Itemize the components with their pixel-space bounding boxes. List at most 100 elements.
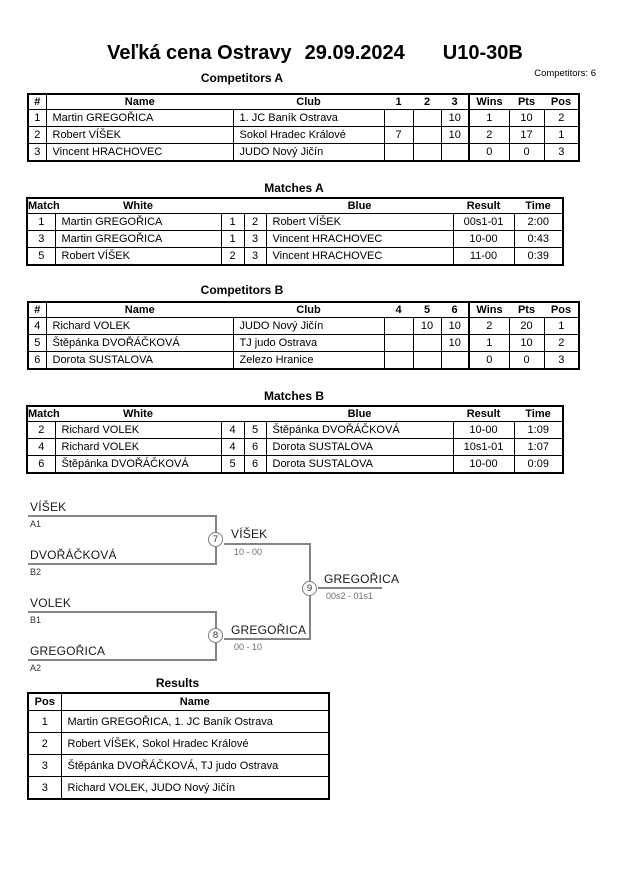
cell-pos: 2 <box>543 109 580 127</box>
col-header-6: 6 <box>441 302 469 318</box>
cell-pos: 3 <box>27 754 62 777</box>
cell-score-6: 10 <box>440 317 470 335</box>
competitor-row: 2 Robert VÍŠEK Sokol Hradec Králové 7 10… <box>27 126 580 144</box>
cell-wins: 2 <box>468 126 510 144</box>
bracket-score: 00s2 - 01s1 <box>326 591 374 601</box>
match-row: 4 Richard VOLEK 4 6 Dorota SUSTALOVA 10s… <box>26 438 564 456</box>
cell-blue: Vincent HRACHOVEC <box>265 247 454 266</box>
cell-pos: 3 <box>543 351 580 370</box>
cell-score-2 <box>412 126 442 144</box>
bracket-line <box>224 543 310 545</box>
bracket-seed-label: A2 <box>30 663 42 673</box>
cell-bnum: 5 <box>243 421 267 439</box>
cell-pts: 17 <box>508 126 545 144</box>
cell-wins: 0 <box>468 351 510 370</box>
section-title-competitors-b: Competitors B <box>200 283 284 297</box>
cell-blue: Dorota SUSTALOVA <box>265 455 454 474</box>
col-header-blue: Blue <box>266 406 453 422</box>
cell-result: 10-00 <box>452 455 515 474</box>
col-header-pos: Pos <box>544 302 579 318</box>
table-header-row: # Name Club 1 2 3 Wins Pts Pos <box>28 94 579 110</box>
col-header-pos: Pos <box>28 693 62 711</box>
cell-blue: Vincent HRACHOVEC <box>265 230 454 248</box>
col-header-pts: Pts <box>509 302 544 318</box>
col-header-pos: Pos <box>544 94 579 110</box>
cell-time: 0:39 <box>513 247 564 266</box>
col-header-club: Club <box>233 94 384 110</box>
col-header-time: Time <box>514 406 563 422</box>
col-header-name: Name <box>61 693 329 711</box>
cell-bnum: 3 <box>243 230 267 248</box>
col-header-bnum <box>244 198 266 214</box>
result-row: 1 Martin GREGOŘICA, 1. JC Baník Ostrava <box>27 710 330 733</box>
col-header-num: # <box>28 94 47 110</box>
cell-name: Vincent HRACHOVEC <box>45 143 234 162</box>
cell-score-4 <box>383 334 414 352</box>
competitors-b-table-wrap: # Name Club 4 5 6 Wins Pts Pos 4 Richard… <box>27 301 580 370</box>
col-header-wnum <box>221 198 244 214</box>
col-header-num: # <box>28 302 47 318</box>
cell-score-5: 10 <box>412 317 442 335</box>
cell-score-2 <box>412 109 442 127</box>
competitor-row: 3 Vincent HRACHOVEC JUDO Nový Jičín 0 0 … <box>27 143 580 162</box>
cell-bnum: 6 <box>243 438 267 456</box>
cell-name: Robert VÍŠEK <box>45 126 234 144</box>
match-row: 6 Štěpánka DVOŘÁČKOVÁ 5 6 Dorota SUSTALO… <box>26 455 564 474</box>
cell-white: Robert VÍŠEK <box>54 247 222 266</box>
cell-name: Robert VÍŠEK, Sokol Hradec Králové <box>60 732 330 755</box>
bracket-winner-name: GREGOŘICA <box>324 572 400 586</box>
cell-pts: 0 <box>508 351 545 370</box>
result-row: 3 Štěpánka DVOŘÁČKOVÁ, TJ judo Ostrava <box>27 754 330 777</box>
cell-white: Richard VOLEK <box>54 421 222 439</box>
cell-bnum: 3 <box>243 247 267 266</box>
col-header-pts: Pts <box>509 94 544 110</box>
col-header-result: Result <box>453 198 514 214</box>
bracket-score: 00 - 10 <box>234 642 263 652</box>
cell-score-5 <box>412 351 442 370</box>
cell-match: 2 <box>26 421 56 439</box>
bracket-match-number-circle: 8 <box>208 628 223 643</box>
match-row: 2 Richard VOLEK 4 5 Štěpánka DVOŘÁČKOVÁ … <box>26 421 564 439</box>
col-header-white: White <box>55 198 221 214</box>
col-header-name: Name <box>46 94 233 110</box>
cell-white: Štěpánka DVOŘÁČKOVÁ <box>54 455 222 474</box>
col-header-4: 4 <box>384 302 413 318</box>
cell-match: 6 <box>26 455 56 474</box>
cell-score-3: 10 <box>440 109 470 127</box>
cell-result: 10-00 <box>452 421 515 439</box>
cell-white: Martin GREGOŘICA <box>54 230 222 248</box>
col-header-5: 5 <box>413 302 441 318</box>
cell-pos: 2 <box>27 732 62 755</box>
col-header-2: 2 <box>413 94 441 110</box>
cell-time: 0:09 <box>513 455 564 474</box>
competitors-a-table-wrap: # Name Club 1 2 3 Wins Pts Pos 1 Martin … <box>27 93 580 162</box>
cell-pos: 1 <box>543 126 580 144</box>
bracket-winner-name: GREGOŘICA <box>231 623 307 637</box>
bracket-match-number-circle: 7 <box>208 532 223 547</box>
col-header-wins: Wins <box>468 302 509 318</box>
cell-pos: 2 <box>543 334 580 352</box>
bracket-line <box>28 563 217 565</box>
cell-name: Richard VOLEK, JUDO Nový Jičín <box>60 776 330 800</box>
cell-num: 4 <box>27 317 47 335</box>
event-date: 29.09.2024 <box>304 42 405 64</box>
cell-pts: 0 <box>508 143 545 162</box>
cell-club: 1. JC Baník Ostrava <box>232 109 385 127</box>
section-title-results: Results <box>155 676 200 690</box>
cell-club: Sokol Hradec Králové <box>232 126 385 144</box>
col-header-name: Name <box>46 302 233 318</box>
cell-score-1 <box>383 109 414 127</box>
cell-match: 4 <box>26 438 56 456</box>
bracket-line <box>28 611 217 613</box>
cell-blue: Robert VÍŠEK <box>265 213 454 231</box>
col-header-wins: Wins <box>468 94 509 110</box>
cell-time: 1:07 <box>513 438 564 456</box>
col-header-result: Result <box>453 406 514 422</box>
competitors-b-table: # Name Club 4 5 6 Wins Pts Pos 4 Richard… <box>27 301 580 370</box>
cell-num: 5 <box>27 334 47 352</box>
cell-pos: 1 <box>543 317 580 335</box>
cell-white: Richard VOLEK <box>54 438 222 456</box>
competitor-row: 6 Dorota SUSTALOVA Zelezo Hranice 0 0 3 <box>27 351 580 370</box>
cell-wnum: 1 <box>220 213 245 231</box>
cell-club: Zelezo Hranice <box>232 351 385 370</box>
